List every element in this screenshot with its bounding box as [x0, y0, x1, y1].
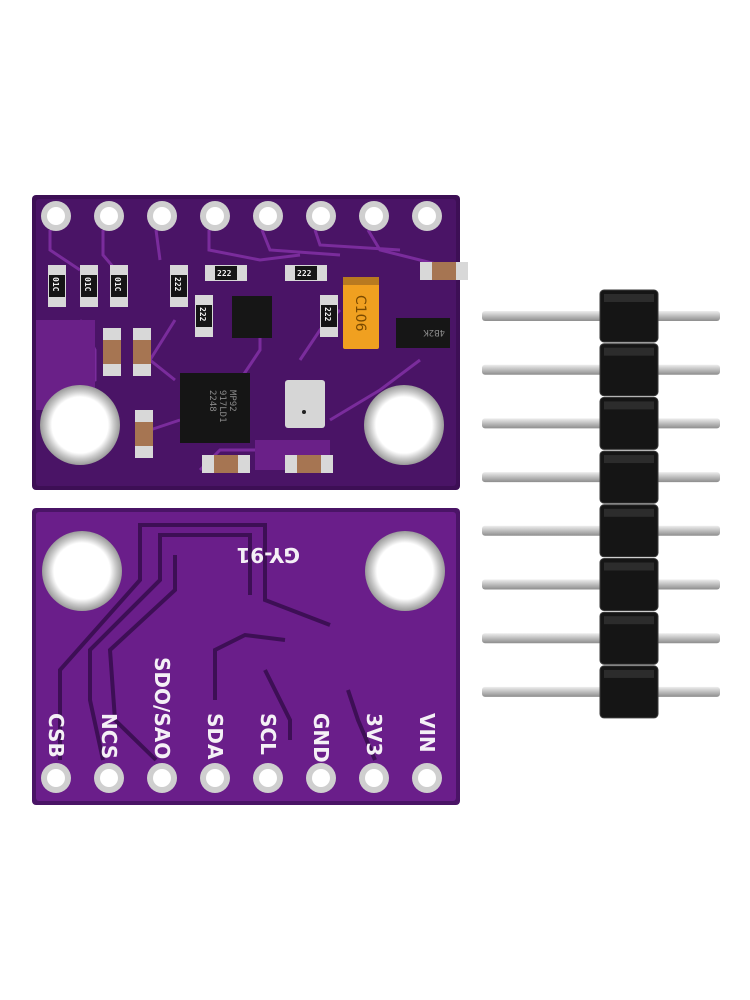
tantalum-capacitor: C106: [343, 277, 379, 349]
svg-text:MP92: MP92: [227, 390, 237, 412]
smd-resistor: 222: [195, 295, 213, 337]
smd-capacitor: [103, 328, 121, 376]
smd-resistor: 222: [170, 265, 188, 307]
svg-text:222: 222: [198, 307, 207, 322]
svg-text:01C: 01C: [113, 277, 122, 292]
pin-label-csb: CSB: [44, 713, 68, 758]
pin-label-ncs: NCS: [97, 713, 121, 759]
header-block: [599, 558, 659, 611]
pin-label-3v3: 3V3: [362, 713, 386, 756]
svg-text:222: 222: [323, 307, 332, 322]
pressure-sensor: [285, 380, 325, 428]
smd-resistor: 222: [205, 265, 247, 281]
pin-label-gnd: GND: [309, 713, 333, 763]
mounting-hole: [364, 385, 444, 465]
header-block: [599, 665, 659, 719]
voltage-regulator: 4B2K: [396, 318, 450, 348]
imu-chip: MP92 917LD1 2248: [180, 373, 250, 443]
mounting-hole: [40, 385, 120, 465]
board-name-label: GY-91: [236, 543, 300, 567]
svg-text:917LD1: 917LD1: [217, 390, 227, 423]
svg-text:01C: 01C: [83, 277, 92, 292]
svg-text:01C: 01C: [51, 277, 60, 292]
mounting-hole: [42, 531, 122, 611]
smd-capacitor: [202, 455, 250, 473]
svg-text:C106: C106: [352, 295, 368, 332]
header-block: [599, 343, 659, 397]
pin-label-scl: SCL: [256, 713, 280, 755]
smd-capacitor: [133, 328, 151, 376]
pin-header-strip: [482, 289, 720, 719]
header-block: [599, 504, 659, 558]
smd-resistor: 01C: [80, 265, 98, 307]
sot-chip: [232, 296, 272, 338]
mounting-hole: [365, 531, 445, 611]
smd-capacitor: [285, 455, 333, 473]
pin-label-vin: VIN: [415, 713, 439, 753]
svg-text:2248: 2248: [207, 390, 217, 412]
smd-capacitor: [135, 410, 153, 458]
smd-resistor: 222: [285, 265, 327, 281]
board-bottom-side: GY-91 CSB NCS SDO/SAO SDA SCL GND 3V3 VIN: [32, 508, 460, 805]
smd-resistor: 01C: [48, 265, 66, 307]
pin-label-sdosao: SDO/SAO: [150, 657, 174, 759]
svg-text:222: 222: [297, 269, 312, 278]
smd-resistor: 01C: [110, 265, 128, 307]
svg-text:4B2K: 4B2K: [423, 327, 445, 337]
smd-capacitor: [420, 262, 468, 280]
header-block: [599, 396, 659, 450]
header-block: [599, 611, 659, 665]
header-block: [599, 450, 659, 504]
pin-label-sda: SDA: [203, 713, 227, 760]
board-top-side: 01C 01C 01C 222 222 222 222 222 MP92 917LD1 224…: [32, 195, 468, 490]
svg-text:222: 222: [173, 277, 182, 292]
smd-resistor: 222: [320, 295, 338, 337]
header-block: [599, 289, 659, 343]
svg-text:222: 222: [217, 269, 232, 278]
